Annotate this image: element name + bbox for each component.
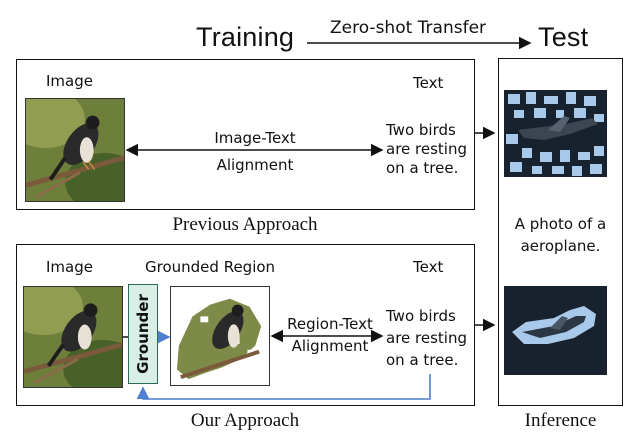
text-line: are resting <box>386 329 467 347</box>
training-heading: Training <box>196 22 295 52</box>
previous-image-label: Image <box>46 72 93 90</box>
text-line: Two birds <box>386 307 456 325</box>
alignment-line-1: Image-Text <box>214 129 296 147</box>
our-caption-text: Two birds are resting on a tree. <box>386 305 467 371</box>
grounder-module: Grounder <box>128 284 158 384</box>
bird-image-ours <box>23 286 123 388</box>
zero-shot-transfer-label: Zero-shot Transfer <box>330 18 487 38</box>
our-approach-caption: Our Approach <box>190 410 300 431</box>
region-text-alignment-label: Region-Text Alignment <box>280 313 380 357</box>
alignment-line-2: Alignment <box>216 156 294 174</box>
text-line: on a tree. <box>386 159 459 177</box>
our-text-label: Text <box>413 258 444 276</box>
bird-image-previous <box>25 98 125 202</box>
image-text-alignment-label: Image-Text Alignment <box>205 125 305 179</box>
previous-text-label: Text <box>413 74 444 92</box>
aeroplane-masked-image <box>504 90 607 177</box>
prompt-line-1: A photo of a <box>514 215 607 233</box>
inference-box <box>498 58 623 406</box>
test-heading: Test <box>538 22 589 52</box>
previous-caption-text: Two birds are resting on a tree. <box>386 121 467 178</box>
text-line: are resting <box>386 140 467 158</box>
inference-prompt: A photo of a aeroplane. <box>500 213 621 257</box>
text-line: Two birds <box>386 121 456 139</box>
grounded-region-image <box>170 286 270 386</box>
previous-approach-box <box>16 59 475 210</box>
aeroplane-grounded-image <box>504 286 607 375</box>
grounder-label: Grounder <box>134 294 152 374</box>
text-line: on a tree. <box>386 351 459 369</box>
our-image-label: Image <box>46 258 93 276</box>
previous-approach-caption: Previous Approach <box>172 214 318 235</box>
grounded-region-label: Grounded Region <box>145 258 276 276</box>
alignment-line-2: Alignment <box>291 337 369 355</box>
inference-caption: Inference <box>524 410 597 431</box>
alignment-line-1: Region-Text <box>287 315 373 333</box>
prompt-line-2: aeroplane. <box>520 237 601 255</box>
